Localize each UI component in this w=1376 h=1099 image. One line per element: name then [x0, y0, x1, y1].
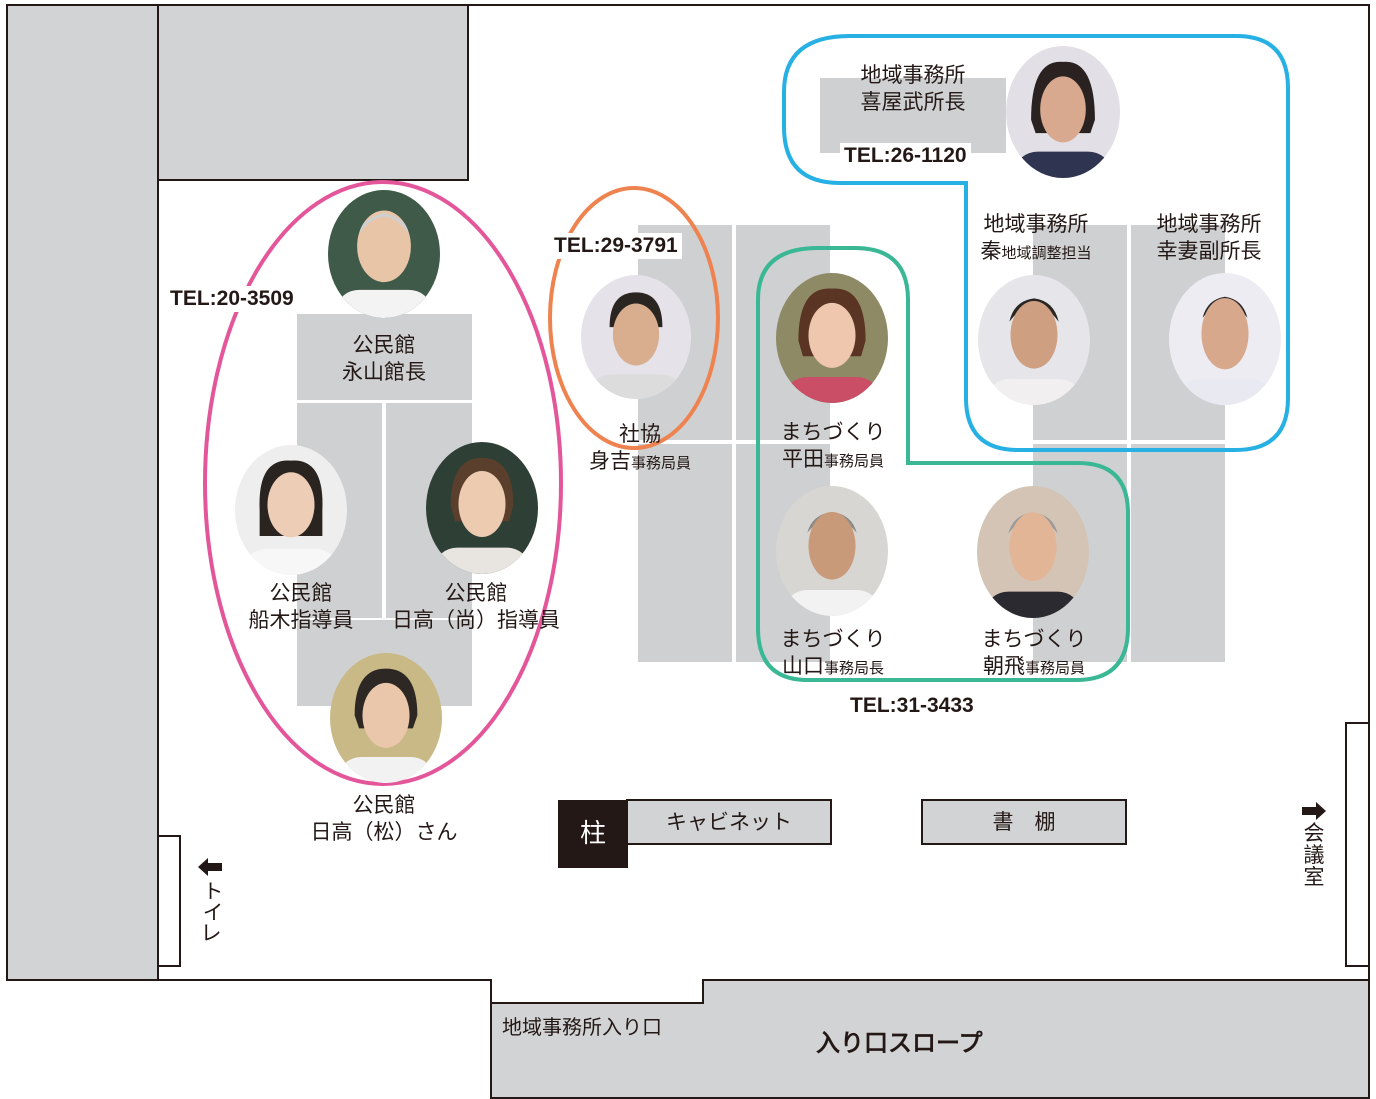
person-photo-icon: [784, 288, 880, 403]
label-hata: 地域事務所 秦地域調整担当: [936, 211, 1136, 267]
photo-nagayama: [328, 190, 440, 318]
photo-hata: [978, 275, 1090, 405]
person-photo-icon: [338, 668, 434, 783]
person-photo-icon: [243, 460, 339, 575]
toilet-label: トイ レ: [199, 880, 224, 945]
label-yamaguchi: まちづくり 山口事務局長: [733, 626, 933, 682]
title-text: 事務局員: [823, 452, 884, 470]
role-text: 公民館: [352, 793, 416, 817]
entrance-slope-label: 入り口スロープ: [816, 1029, 983, 1057]
tel-machizukuri: TEL:31-3433: [846, 693, 978, 719]
role-text: 地域事務所: [860, 63, 966, 87]
name-text: 幸妻副所長: [1156, 239, 1262, 263]
role-text: まちづくり: [780, 420, 886, 444]
label-hidaka-nao: 公民館 日高（尚）指導員: [376, 580, 576, 634]
role-text: 公民館: [444, 581, 508, 605]
bookshelf-label: 書 棚: [992, 810, 1056, 834]
person-photo-icon: [986, 298, 1082, 405]
label-miyoshi: 社協 身吉事務局員: [540, 421, 740, 477]
label-kozuma: 地域事務所 幸妻副所長: [1109, 211, 1309, 265]
label-nagayama: 公民館 永山館長: [284, 332, 484, 386]
meeting-room-label-char: 室: [1303, 865, 1325, 889]
person-photo-icon: [336, 210, 432, 318]
person-photo-icon: [1177, 296, 1273, 405]
meeting-room-label: 会 議 室: [1302, 822, 1326, 888]
tel-shakyo: TEL:29-3791: [550, 233, 682, 259]
meeting-room-door: [1345, 722, 1370, 967]
role-text: 地域事務所: [983, 212, 1089, 236]
name-text: 山口: [781, 654, 824, 678]
person-photo-icon: [784, 512, 880, 616]
meeting-room-label-char: 会: [1303, 821, 1325, 845]
photo-kyan: [1006, 46, 1120, 178]
label-asahi: まちづくり 朝飛事務局員: [934, 626, 1134, 682]
name-text: 永山館長: [342, 360, 426, 384]
left-wall-block: [6, 4, 159, 981]
role-text: 地域事務所: [1156, 212, 1262, 236]
role-text: 公民館: [352, 333, 416, 357]
name-text: 平田: [781, 447, 824, 471]
tel-kominkan: TEL:20-3509: [166, 286, 298, 312]
desk: [1131, 444, 1225, 662]
title-text: 地域調整担当: [1001, 244, 1092, 262]
meeting-room-label-char: 議: [1303, 843, 1325, 867]
label-funaki: 公民館 船木指導員: [201, 580, 401, 634]
pillar-label: 柱: [579, 819, 606, 849]
person-photo-icon: [1015, 61, 1111, 178]
name-text: 喜屋武所長: [860, 90, 966, 114]
desk: [638, 444, 732, 662]
name-text: 日高（尚）指導員: [392, 608, 560, 632]
name-text: 身吉: [588, 449, 631, 473]
cabinet-label: キャビネット: [666, 810, 792, 834]
pillar: 柱: [558, 800, 628, 868]
role-text: 社協: [619, 422, 661, 446]
name-text: 朝飛: [982, 654, 1025, 678]
label-hirata: まちづくり 平田事務局員: [733, 419, 933, 475]
photo-hirata: [776, 273, 888, 403]
entrance-slope-area: [490, 979, 1370, 1099]
toilet-label-line: レ: [200, 921, 222, 945]
tel-chiiki: TEL:26-1120: [840, 143, 971, 169]
name-text: 秦: [980, 239, 1002, 263]
name-text: 日高（松）さん: [310, 820, 458, 844]
office-entrance-label: 地域事務所入り口: [502, 1015, 662, 1039]
role-text: 公民館: [269, 581, 333, 605]
toilet-label-line: トイ: [200, 880, 224, 922]
photo-asahi: [977, 486, 1089, 618]
title-text: 事務局員: [1024, 659, 1085, 677]
photo-miyoshi: [581, 275, 691, 399]
bookshelf: 書 棚: [921, 799, 1127, 845]
office-entrance-door: [490, 979, 704, 1004]
label-hidaka-matsu: 公民館 日高（松）さん: [284, 792, 484, 846]
toilet-door: [157, 835, 181, 967]
photo-hidaka-nao: [426, 442, 538, 574]
right-arrow-icon: [1302, 802, 1326, 820]
cabinet: キャビネット: [626, 799, 832, 845]
name-text: 船木指導員: [248, 608, 354, 632]
role-text: まちづくり: [780, 627, 886, 651]
person-photo-icon: [589, 292, 683, 399]
title-text: 事務局員: [630, 454, 691, 472]
photo-funaki: [235, 445, 347, 575]
role-text: まちづくり: [981, 627, 1087, 651]
label-kyan: 地域事務所 喜屋武所長: [813, 62, 1013, 116]
photo-kozuma: [1169, 273, 1281, 405]
person-photo-icon: [434, 457, 530, 574]
title-text: 事務局長: [823, 659, 884, 677]
photo-hidaka-matsu: [330, 653, 442, 783]
photo-yamaguchi: [776, 486, 888, 616]
top-left-room-block: [157, 4, 469, 181]
person-photo-icon: [985, 512, 1081, 618]
left-arrow-icon: [198, 858, 224, 876]
